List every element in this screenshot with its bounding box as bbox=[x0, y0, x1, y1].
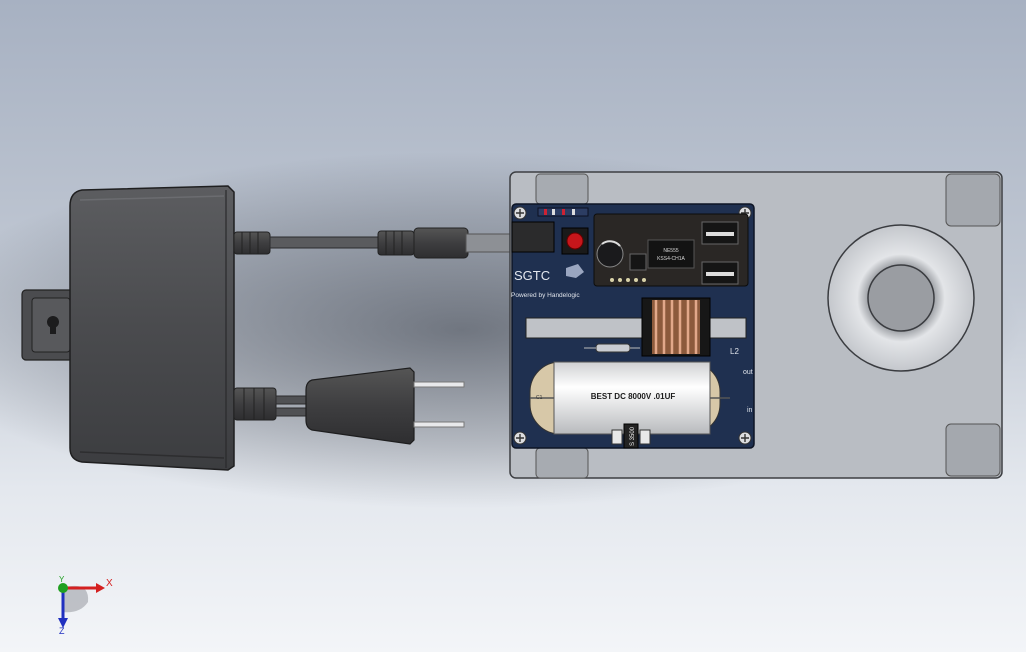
hv-capacitor: BEST DC 8000V .01UF C1 bbox=[529, 361, 730, 435]
dc-jack bbox=[511, 221, 555, 253]
tagline-text: Powered by Handelogic bbox=[511, 292, 580, 299]
logo-icon bbox=[566, 264, 584, 278]
power-adapter[interactable] bbox=[21, 185, 511, 471]
out-label: out bbox=[743, 369, 753, 376]
small-cap-label: S 3500 bbox=[630, 426, 636, 446]
spark-coil bbox=[641, 297, 711, 357]
ac-plug bbox=[305, 367, 415, 445]
brand-text: SGTC bbox=[514, 268, 550, 283]
in-label: in bbox=[747, 407, 753, 414]
toroid-ring bbox=[827, 224, 975, 372]
ne555-chip bbox=[647, 239, 695, 269]
y-axis-icon bbox=[58, 583, 68, 593]
x-axis-label: X bbox=[106, 578, 113, 589]
chip-label-2: KSS4-CH1A bbox=[657, 256, 685, 262]
chip-label-1: NE555 bbox=[663, 248, 679, 254]
capacitor-label: BEST DC 8000V .01UF bbox=[591, 392, 676, 401]
orientation-triad[interactable]: X Y Z bbox=[50, 572, 120, 634]
resistor bbox=[595, 343, 631, 353]
z-axis-label: Z bbox=[59, 626, 65, 634]
y-axis-label: Y bbox=[59, 575, 65, 584]
pcb-board[interactable]: NE555 KSS4-CH1A SGTC Powered by Handelog… bbox=[511, 203, 755, 449]
adapter-body bbox=[69, 185, 235, 471]
adapter-mount-tab bbox=[21, 289, 75, 361]
capacitor-lead-label: C1 bbox=[536, 395, 543, 401]
l2-label: L2 bbox=[730, 347, 739, 356]
ac-cord bbox=[233, 367, 465, 445]
board-slot bbox=[525, 317, 747, 339]
dc-cable bbox=[233, 227, 511, 259]
small-capacitor bbox=[623, 423, 639, 449]
